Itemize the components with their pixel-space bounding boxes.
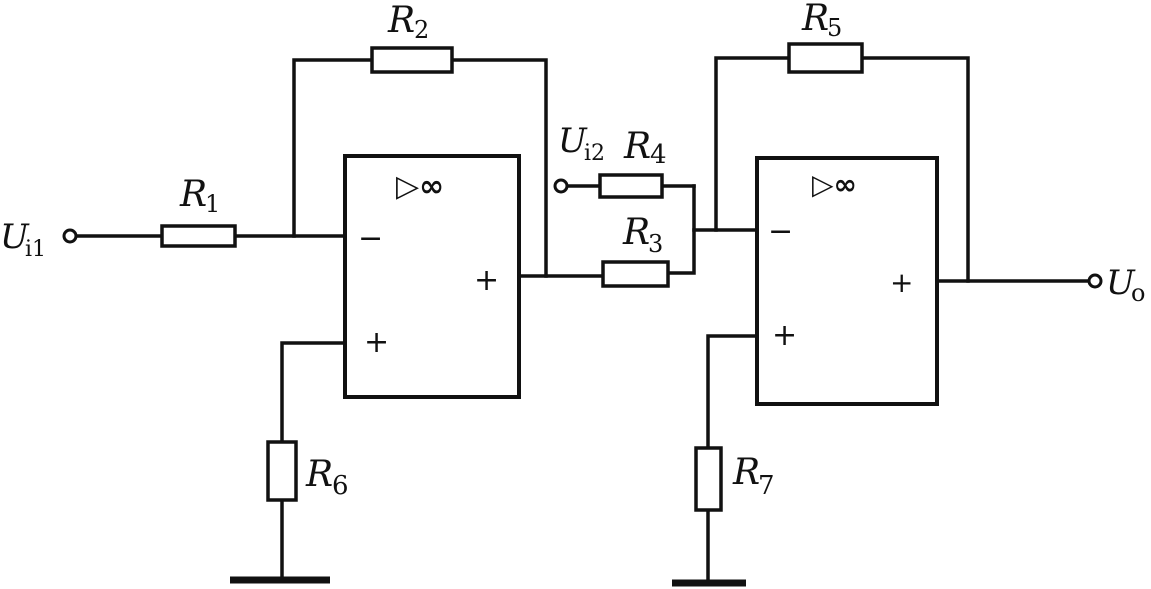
wire-r3-junction	[666, 184, 696, 275]
svg-text:R: R	[623, 126, 651, 167]
resistor-r6	[266, 440, 298, 502]
label-r2: R 2	[387, 0, 429, 44]
svg-text:R: R	[179, 174, 207, 215]
label-ui1: U i1	[0, 217, 46, 262]
wire-amp2-plus-r7	[706, 334, 759, 450]
resistor-r1	[160, 224, 237, 248]
opamp-2-minus: −	[768, 214, 793, 249]
terminal-ui1	[62, 228, 78, 244]
opamp-1-body	[343, 154, 521, 399]
opamp-2-body	[755, 156, 939, 406]
svg-text:7: 7	[758, 471, 775, 501]
resistor-r2	[370, 46, 454, 74]
label-uo: U o	[1106, 263, 1145, 307]
svg-text:i1: i1	[25, 237, 46, 262]
resistor-r4	[598, 173, 664, 199]
svg-text:U: U	[0, 217, 30, 257]
label-r4: R 4	[623, 126, 667, 170]
label-ui2: U i2	[558, 121, 605, 166]
wire-r5-left	[714, 56, 791, 232]
wire-amp1-plus-r6	[280, 341, 347, 444]
svg-text:1: 1	[205, 190, 220, 218]
terminal-uo	[1087, 273, 1103, 289]
opamp-2-symbol: ▷∞	[812, 168, 857, 201]
label-r7: R 7	[732, 452, 775, 501]
opamp-1-minus: −	[358, 221, 383, 256]
svg-text:3: 3	[648, 230, 663, 258]
svg-text:U: U	[558, 121, 588, 161]
wire-r5-right	[860, 56, 970, 283]
svg-text:R: R	[801, 0, 829, 39]
opamp-1-symbol: ▷∞	[396, 169, 444, 204]
svg-text:R: R	[387, 0, 415, 41]
svg-text:2: 2	[414, 16, 429, 44]
svg-text:i2: i2	[584, 141, 605, 166]
svg-text:U: U	[1106, 263, 1136, 303]
label-r1: R 1	[179, 174, 220, 218]
svg-text:5: 5	[827, 14, 842, 42]
svg-text:R: R	[622, 212, 650, 253]
resistor-r3	[601, 260, 670, 288]
svg-text:4: 4	[650, 140, 667, 170]
resistor-r7	[694, 446, 723, 512]
svg-text:R: R	[305, 454, 333, 495]
resistor-r5	[787, 42, 864, 74]
wire-r2-left	[292, 58, 374, 238]
opamp-2-plus-in: +	[772, 318, 797, 353]
opamp-1-plus-out: +	[474, 263, 499, 298]
svg-text:o: o	[1131, 279, 1145, 307]
opamp-1-plus-in: +	[364, 325, 389, 360]
label-r6: R 6	[305, 454, 349, 501]
label-r5: R 5	[801, 0, 842, 42]
terminal-ui2	[553, 178, 569, 194]
label-r3: R 3	[622, 212, 663, 258]
opamp-2-plus-out: +	[890, 266, 913, 299]
svg-text:R: R	[732, 452, 760, 493]
svg-text:6: 6	[332, 471, 349, 501]
wires	[74, 56, 1092, 582]
wire-r2-right	[450, 58, 548, 278]
